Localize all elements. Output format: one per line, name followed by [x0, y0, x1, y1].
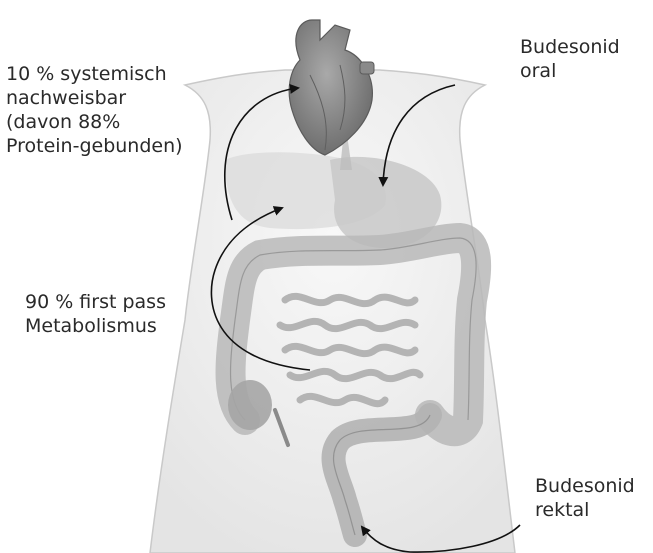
label-systemic: 10 % systemisch nachweisbar (davon 88% P…: [6, 62, 183, 158]
label-systemic-line-1: 10 % systemisch: [6, 62, 183, 86]
label-rectal: Budesonid rektal: [535, 474, 635, 522]
label-first-pass-line-2: Metabolismus: [25, 314, 166, 338]
label-systemic-line-2: nachweisbar: [6, 86, 183, 110]
label-systemic-line-4: Protein-gebunden): [6, 134, 183, 158]
label-oral-line-2: oral: [520, 59, 620, 83]
label-rectal-line-2: rektal: [535, 498, 635, 522]
label-oral-line-1: Budesonid: [520, 35, 620, 59]
label-first-pass-line-1: 90 % first pass: [25, 290, 166, 314]
label-first-pass: 90 % first pass Metabolismus: [25, 290, 166, 338]
label-systemic-line-3: (davon 88%: [6, 110, 183, 134]
cecum: [228, 380, 272, 430]
label-oral: Budesonid oral: [520, 35, 620, 83]
label-rectal-line-1: Budesonid: [535, 474, 635, 498]
